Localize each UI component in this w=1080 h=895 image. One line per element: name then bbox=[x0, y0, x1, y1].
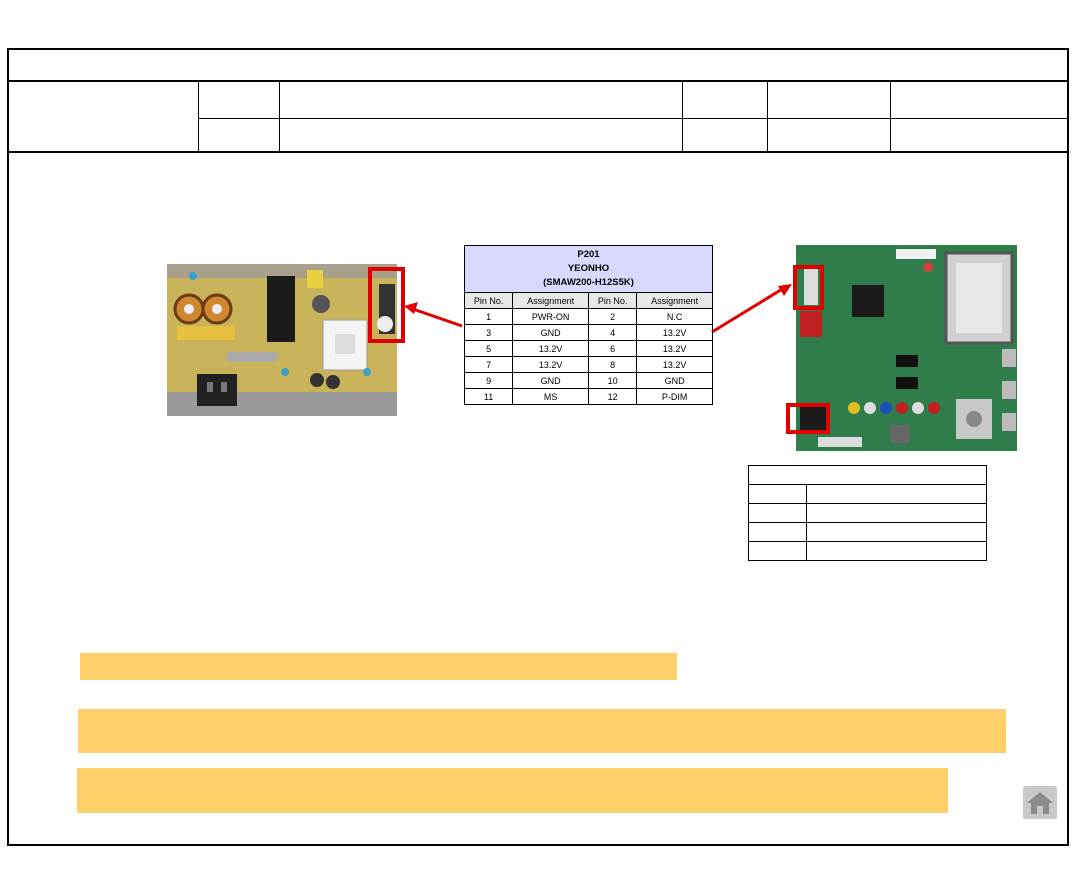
pin-assignment: GND bbox=[512, 324, 589, 341]
arrow-to-power-board bbox=[404, 302, 463, 328]
pin-number: 2 bbox=[587, 308, 638, 325]
table-row: 5 13.2V 6 13.2V bbox=[463, 340, 713, 357]
pin-assignment: 13.2V bbox=[512, 340, 589, 357]
note-bar-3 bbox=[77, 768, 948, 813]
home-icon bbox=[1027, 792, 1053, 814]
header-row-divider bbox=[198, 118, 1069, 119]
header-divider-bottom bbox=[7, 151, 1069, 153]
table-row: 7 13.2V 8 13.2V bbox=[463, 356, 713, 373]
pin-number: 9 bbox=[463, 372, 514, 389]
pin-assignment-table: P201 YEONHO (SMAW200-H12S5K) Pin No. Ass… bbox=[463, 245, 713, 405]
table-cell bbox=[748, 541, 807, 561]
power-board-photo bbox=[167, 264, 397, 416]
table-row: 3 GND 4 13.2V bbox=[463, 324, 713, 341]
table-row bbox=[748, 522, 987, 542]
main-board-photo bbox=[796, 245, 1017, 451]
table-cell bbox=[806, 541, 987, 561]
pin-number: 8 bbox=[587, 356, 638, 373]
note-bar-2 bbox=[78, 709, 1006, 753]
pin-number: 7 bbox=[463, 356, 514, 373]
table-cell bbox=[806, 484, 987, 504]
header-cell-divider bbox=[767, 81, 768, 152]
header-cell-divider bbox=[682, 81, 683, 152]
table-cell bbox=[748, 522, 807, 542]
voltage-check-table bbox=[748, 465, 987, 561]
table-cell bbox=[806, 522, 987, 542]
column-header: Pin No. bbox=[587, 292, 638, 309]
pin-number: 3 bbox=[463, 324, 514, 341]
pin-number: 10 bbox=[587, 372, 638, 389]
main-board-connector-highlight bbox=[793, 265, 824, 310]
table-cell bbox=[748, 503, 807, 523]
table-row bbox=[748, 541, 987, 561]
table-row: 11 MS 12 P-DIM bbox=[463, 388, 713, 405]
pin-number: 4 bbox=[587, 324, 638, 341]
table-row bbox=[748, 503, 987, 523]
connector-name: P201 bbox=[577, 249, 600, 260]
pin-assignment: 13.2V bbox=[636, 340, 713, 357]
table-row: 1 PWR-ON 2 N.C bbox=[463, 308, 713, 325]
header-cell-divider bbox=[198, 81, 199, 152]
table-row: 9 GND 10 GND bbox=[463, 372, 713, 389]
pin-number: 12 bbox=[587, 388, 638, 405]
pin-assignment: GND bbox=[636, 372, 713, 389]
pin-assignment: MS bbox=[512, 388, 589, 405]
pin-number: 6 bbox=[587, 340, 638, 357]
home-button[interactable] bbox=[1023, 786, 1057, 819]
pin-assignment: PWR-ON bbox=[512, 308, 589, 325]
pin-assignment: 13.2V bbox=[512, 356, 589, 373]
pin-table-header-row: Pin No. Assignment Pin No. Assignment bbox=[463, 292, 713, 309]
arrow-to-main-board bbox=[711, 284, 792, 334]
header-divider-top bbox=[7, 80, 1069, 82]
pin-number: 5 bbox=[463, 340, 514, 357]
table-row bbox=[748, 465, 987, 485]
pin-table-title: P201 YEONHO (SMAW200-H12S5K) bbox=[464, 245, 713, 293]
pin-assignment: 13.2V bbox=[636, 324, 713, 341]
pin-assignment: 13.2V bbox=[636, 356, 713, 373]
page-frame bbox=[7, 48, 1069, 846]
pin-number: 11 bbox=[463, 388, 514, 405]
note-bar-1 bbox=[80, 653, 677, 680]
p201-connector-highlight bbox=[368, 267, 405, 343]
table-row bbox=[748, 484, 987, 504]
pin-assignment: GND bbox=[512, 372, 589, 389]
column-header: Assignment bbox=[636, 292, 713, 309]
header-cell-divider bbox=[890, 81, 891, 152]
pin-assignment: N.C bbox=[636, 308, 713, 325]
table-cell bbox=[806, 503, 987, 523]
table-header-cell bbox=[748, 465, 987, 485]
column-header: Pin No. bbox=[463, 292, 514, 309]
connector-maker: YEONHO bbox=[567, 263, 610, 274]
pin-assignment: P-DIM bbox=[636, 388, 713, 405]
table-cell bbox=[748, 484, 807, 504]
connector-part-number: (SMAW200-H12S5K) bbox=[543, 277, 634, 288]
column-header: Assignment bbox=[512, 292, 589, 309]
header-cell-divider bbox=[279, 81, 280, 152]
main-board-second-connector-highlight bbox=[786, 403, 830, 434]
pin-number: 1 bbox=[463, 308, 514, 325]
